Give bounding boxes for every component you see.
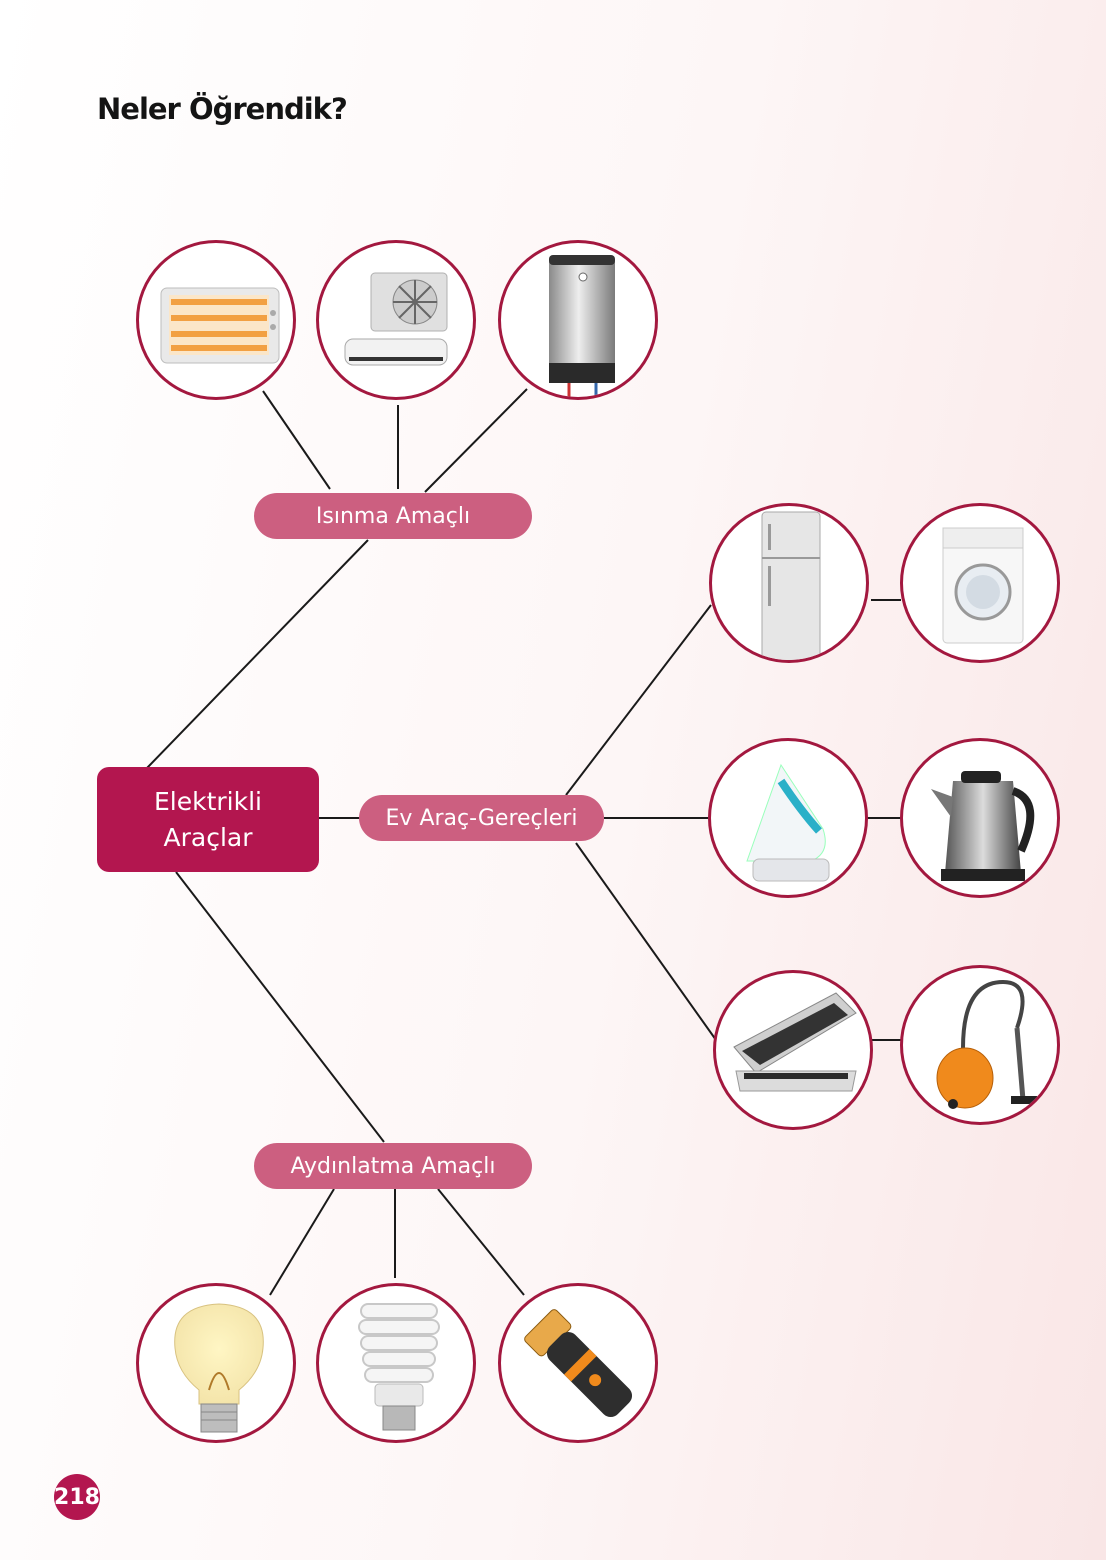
branch-heating: Isınma Amaçlı — [254, 493, 532, 539]
light-bulb-icon — [174, 1303, 264, 1433]
washing-machine-image — [900, 503, 1060, 663]
branch-home-appliances: Ev Araç-Gereçleri — [359, 795, 604, 841]
vacuum-cleaner-icon — [936, 979, 1037, 1109]
toaster-grill-image — [713, 970, 873, 1130]
washing-machine-icon — [942, 527, 1024, 644]
iron-icon — [746, 763, 830, 882]
root-label-line1: Elektrikli — [154, 786, 262, 816]
electric-heater-image — [136, 240, 296, 400]
iron-image — [708, 738, 868, 898]
kettle-icon — [931, 771, 1035, 881]
refrigerator-icon — [761, 511, 821, 660]
page-title: Neler Öğrendik? — [97, 92, 348, 126]
flashlight-icon — [524, 1309, 633, 1418]
toaster-grill-icon — [733, 992, 857, 1092]
water-heater-icon — [549, 255, 615, 397]
root-node: Elektrikli Araçlar — [97, 767, 319, 872]
page-number: 218 — [54, 1474, 100, 1520]
root-label-line2: Araçlar — [163, 822, 253, 852]
kettle-image — [900, 738, 1060, 898]
branch-lighting: Aydınlatma Amaçlı — [254, 1143, 532, 1189]
air-conditioner-image — [316, 240, 476, 400]
refrigerator-image — [709, 503, 869, 663]
electric-heater-icon — [160, 287, 280, 364]
air-conditioner-icon — [344, 272, 448, 366]
vacuum-cleaner-image — [900, 965, 1060, 1125]
water-heater-image — [498, 240, 658, 400]
energy-saving-bulb-image — [316, 1283, 476, 1443]
light-bulb-image — [136, 1283, 296, 1443]
flashlight-image — [498, 1283, 658, 1443]
energy-saving-bulb-icon — [358, 1303, 440, 1431]
